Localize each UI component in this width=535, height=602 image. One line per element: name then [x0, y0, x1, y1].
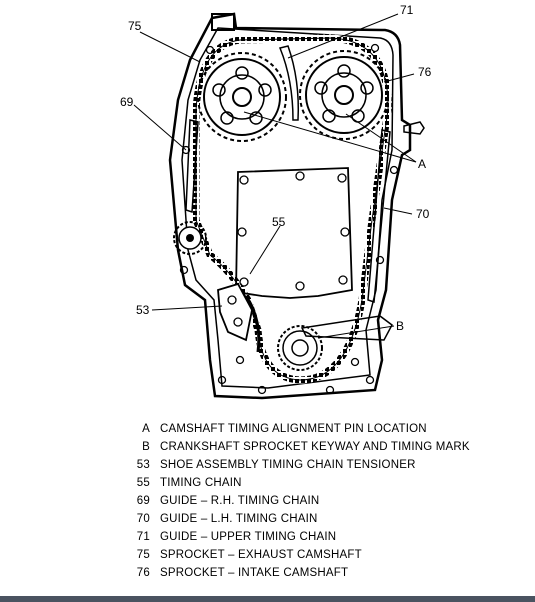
top-tab [211, 13, 235, 31]
callout-55: 55 [272, 215, 286, 229]
legend-code: 53 [136, 459, 150, 471]
exhaust-camshaft-sprocket [197, 52, 287, 142]
legend-description: TIMING CHAIN [160, 477, 242, 489]
parts-legend: A CAMSHAFT TIMING ALIGNMENT PIN LOCATION… [118, 420, 470, 582]
legend-description: CAMSHAFT TIMING ALIGNMENT PIN LOCATION [160, 423, 427, 435]
side-stud [403, 121, 425, 135]
timing-chain-diagram: 75 71 76 69 A 70 55 53 B [120, 3, 432, 400]
legend-row: A CAMSHAFT TIMING ALIGNMENT PIN LOCATION [118, 420, 470, 438]
legend-code: 70 [136, 513, 150, 525]
inner-cover [235, 167, 353, 299]
legend-row: 71 GUIDE – UPPER TIMING CHAIN [118, 528, 470, 546]
timing-mark-pointer [300, 315, 393, 341]
legend-row: 75 SPROCKET – EXHAUST CAMSHAFT [118, 546, 470, 564]
legend-code: 55 [136, 477, 150, 489]
idler-sprocket [173, 221, 207, 255]
engine-block-outline [168, 12, 412, 400]
legend-row: 53 SHOE ASSEMBLY TIMING CHAIN TENSIONER [118, 456, 470, 474]
legend-description: GUIDE – L.H. TIMING CHAIN [160, 513, 318, 525]
legend-row: 55 TIMING CHAIN [118, 474, 470, 492]
callout-76: 76 [418, 65, 432, 79]
legend-description: SHOE ASSEMBLY TIMING CHAIN TENSIONER [160, 459, 416, 471]
tensioner-shoe-assembly [217, 282, 261, 353]
legend-description: GUIDE – UPPER TIMING CHAIN [160, 531, 337, 543]
legend-row: B CRANKSHAFT SPROCKET KEYWAY AND TIMING … [118, 438, 470, 456]
legend-description: SPROCKET – INTAKE CAMSHAFT [160, 567, 349, 579]
legend-row: 69 GUIDE – R.H. TIMING CHAIN [118, 492, 470, 510]
lh-timing-chain-guide [367, 129, 391, 304]
callout-71: 71 [400, 3, 414, 17]
legend-row: 76 SPROCKET – INTAKE CAMSHAFT [118, 564, 470, 582]
callout-53: 53 [136, 303, 150, 317]
callout-69: 69 [120, 95, 134, 109]
callout-A: A [418, 157, 426, 171]
callout-75: 75 [128, 19, 142, 33]
legend-description: CRANKSHAFT SPROCKET KEYWAY AND TIMING MA… [160, 441, 470, 453]
callout-70: 70 [416, 207, 430, 221]
rh-timing-chain-guide [185, 119, 199, 214]
legend-description: SPROCKET – EXHAUST CAMSHAFT [160, 549, 362, 561]
legend-description: GUIDE – R.H. TIMING CHAIN [160, 495, 320, 507]
legend-code: 69 [136, 495, 150, 507]
intake-camshaft-sprocket [299, 50, 389, 140]
inner-outline [181, 27, 394, 389]
bottom-bar [0, 596, 535, 602]
legend-code: B [142, 441, 150, 453]
legend-code: A [142, 423, 150, 435]
crankshaft-sprocket [277, 325, 323, 371]
legend-code: 71 [136, 531, 150, 543]
callout-B: B [396, 319, 404, 333]
legend-code: 76 [136, 567, 150, 579]
legend-code: 75 [136, 549, 150, 561]
upper-timing-chain-guide [278, 45, 300, 121]
legend-row: 70 GUIDE – L.H. TIMING CHAIN [118, 510, 470, 528]
